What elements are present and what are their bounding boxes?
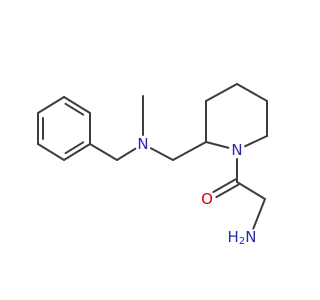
bond-benzyl_ring_5-benzyl_ch2 [89,143,118,161]
atom-label-pip_n1: N [231,141,242,159]
bond-pip_c4-pip_c5 [236,83,268,102]
bond-pip_n1-pip_c2 [205,141,230,149]
bond-carbonyl_c-alpha_c [236,181,266,200]
atom-label-amino_n: H2N [228,228,257,247]
bond-benzyl_ring_4-benzyl_ring_5 [63,143,91,161]
bond-benzyl_ring_3-benzyl_ring_4 [37,143,65,161]
bond-inner-benzyl_ring_4-benzyl_ring_5 [64,141,85,155]
atom-label-amine_n: N [137,135,148,153]
bond-benzyl_ring_6-benzyl_ring_1 [63,96,91,114]
molecule-structure: N N O H2N [37,83,268,247]
bond-linker_ch2-pip_c2 [172,141,207,161]
bond-benzyl_ch2-amine_n [116,147,137,161]
bond-second-carbonyl_c-carbonyl_o [215,183,240,199]
bond-pip_c3-pip_c4 [205,83,238,102]
atom-labels-layer: N N O H2N [137,135,256,247]
bond-amine_n-linker_ch2 [149,147,174,161]
bond-inner-benzyl_ring_6-benzyl_ring_1 [64,102,85,116]
bond-alpha_c-amino_n [252,198,266,230]
bonds-layer [37,83,268,230]
bond-pip_c6-pip_n1 [244,135,268,148]
bond-carbonyl_c-carbonyl_o [212,178,237,193]
bond-benzyl_ring_1-benzyl_ring_2 [37,96,65,114]
atom-label-carbonyl_o: O [201,190,213,208]
